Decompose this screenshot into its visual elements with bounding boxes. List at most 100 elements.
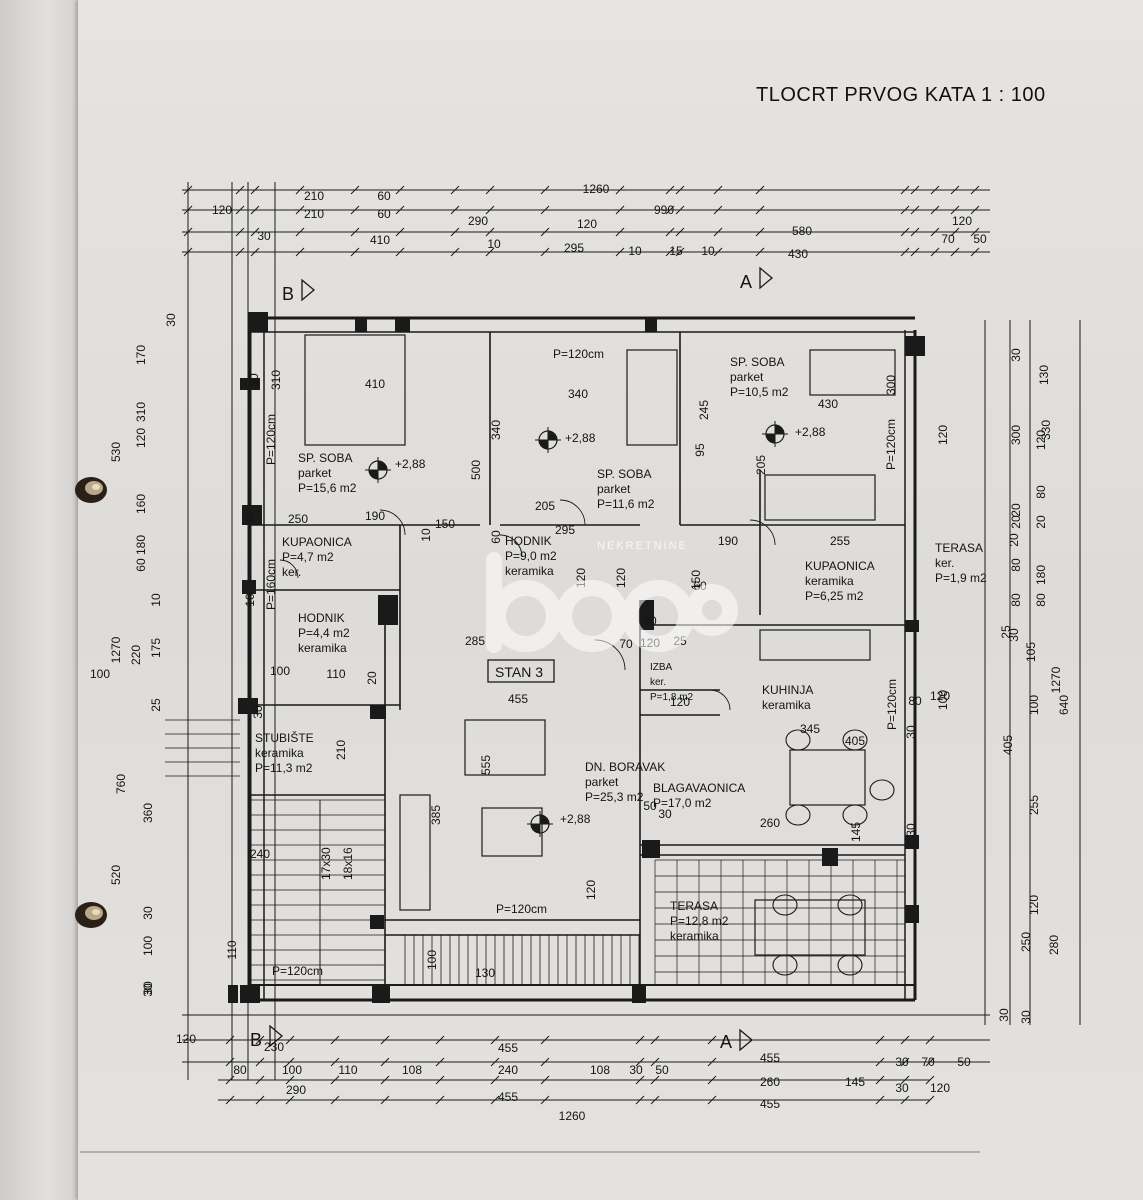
dimension-tick (615, 205, 625, 215)
dimension-tick (490, 1035, 500, 1045)
dimension-tick (255, 1075, 265, 1085)
dimension-right_2: 330 (1039, 420, 1053, 440)
dimension-tick (395, 185, 405, 195)
room-dn_boravak-floor: parket (585, 775, 619, 789)
dimension-right_3: 120 (1027, 895, 1041, 915)
dimension-tick (380, 1095, 390, 1105)
dimension-tick (395, 205, 405, 215)
dimension-tick (450, 205, 460, 215)
binder-ring-top-icon (75, 477, 107, 503)
dimension-tick (925, 1075, 935, 1085)
room-stubiste-name: STUBIŠTE (255, 730, 314, 745)
dimension-tick (675, 247, 685, 257)
dimension-right_3: 100 (1027, 695, 1041, 715)
dimension-tick (250, 227, 260, 237)
dimension-left_4: 30 (141, 981, 155, 995)
dimension-top_3: 290 (468, 214, 488, 228)
dimension-tick (707, 1035, 717, 1045)
room-hodnik_1-name: HODNIK (505, 534, 552, 548)
dimension-bottom_2: 100 (282, 1063, 302, 1077)
room-hodnik_2-name: HODNIK (298, 611, 345, 625)
apartment-label-box (487, 659, 555, 683)
column-block (370, 915, 384, 929)
dimension-left_outer: 1270 (109, 636, 123, 663)
dimension-tick (875, 1057, 885, 1067)
dimension-bottom_1: 230 (264, 1040, 284, 1054)
dimension-right_3: 80 (1034, 485, 1048, 499)
dimension-tick (900, 227, 910, 237)
chair (842, 804, 868, 826)
dimension-left_4: 110 (225, 940, 239, 959)
room-kupaonica_1-name: KUPAONICA (282, 535, 352, 549)
room-hodnik_2-area: P=4,4 m2 (298, 626, 350, 640)
dimension-top_4: 430 (788, 247, 808, 261)
dimension-inner: 120 (574, 568, 588, 588)
dimension-bottom_2: 30 (629, 1063, 643, 1077)
dimension-tick (930, 247, 940, 257)
dimension-tick (755, 227, 765, 237)
dimension-left_3: 120 (134, 428, 148, 448)
dimension-top_1: 1260 (583, 182, 610, 196)
dimension-tick (950, 247, 960, 257)
chair (772, 894, 798, 916)
dimension-tick (925, 1035, 935, 1045)
dimension-tick (183, 205, 193, 215)
dimension-inner: 70 (619, 637, 633, 651)
room-sp_soba_2-area: P=11,6 m2 (597, 497, 655, 511)
dimension-bottom_4: 1260 (559, 1109, 586, 1123)
dimension-inner: 150 (435, 517, 455, 531)
dimension-tick (255, 1057, 265, 1067)
column-block (905, 835, 919, 849)
door-swing (559, 499, 586, 526)
dimension-left_3: 175 (149, 638, 163, 658)
dimension-inner: 10 (419, 528, 433, 542)
dimension-left_3: 10 (149, 593, 163, 607)
dimension-inner: 500 (469, 460, 483, 480)
section-arrow-a (759, 266, 774, 290)
dimension-tick (650, 1075, 660, 1085)
dimension-inner: 120 (584, 880, 598, 900)
dimension-tick (395, 227, 405, 237)
section-label-a: A (740, 272, 752, 292)
dimension-top_3: 580 (792, 224, 812, 238)
dimension-right_outer: 1270 (1049, 666, 1063, 693)
dimension-inner: 430 (818, 397, 838, 411)
dimension-left_4: 100 (141, 936, 155, 956)
dimension-top_4: 50 (973, 232, 987, 246)
dimension-right_3: 25 (999, 625, 1013, 639)
room-blagavaonica-name: BLAGAVAONICA (653, 781, 745, 795)
dimension-top_2: 990 (654, 203, 674, 217)
dimension-left_3: 360 (141, 803, 155, 823)
dimension-tick (350, 227, 360, 237)
dimension-inner: 95 (693, 443, 707, 457)
dimension-inner: 20 (365, 671, 379, 685)
dimension-inner: 80 (908, 694, 922, 708)
dimension-top_4: 10 (487, 237, 501, 251)
dimension-top_4: 30 (257, 229, 271, 243)
dimension-tick (665, 185, 675, 195)
column-block (905, 620, 919, 632)
room-dn_boravak-name: DN. BORAVAK (585, 760, 665, 774)
dimension-tick (615, 227, 625, 237)
dimension-inner: 285 (465, 634, 485, 648)
dimension-right_2: 640 (1057, 695, 1071, 715)
dimension-tick (650, 1057, 660, 1067)
dimension-tick (435, 1057, 445, 1067)
elevation-label: +2,88 (395, 457, 426, 471)
dimension-tick (755, 185, 765, 195)
dimension-bottom_3: 455 (760, 1097, 780, 1111)
dimension-right_4: 20 (1007, 533, 1021, 547)
section-arrow-b (301, 278, 316, 302)
dimension-top_3: 60 (377, 207, 391, 221)
dimension-tick (235, 227, 245, 237)
dimension-tick (910, 227, 920, 237)
dimension-inner: 100 (270, 664, 290, 678)
dimension-inner: 30 (658, 807, 672, 821)
dimension-inner: 555 (479, 755, 493, 775)
column-block (632, 985, 646, 1003)
dimension-tick (490, 1075, 500, 1085)
room-izba-name: IZBA (650, 662, 673, 673)
dimension-inner: 130 (475, 966, 495, 980)
window-label: P=120cm (553, 347, 604, 361)
drawing-title: TLOCRT PRVOG KATA 1 : 100 (756, 84, 1046, 106)
